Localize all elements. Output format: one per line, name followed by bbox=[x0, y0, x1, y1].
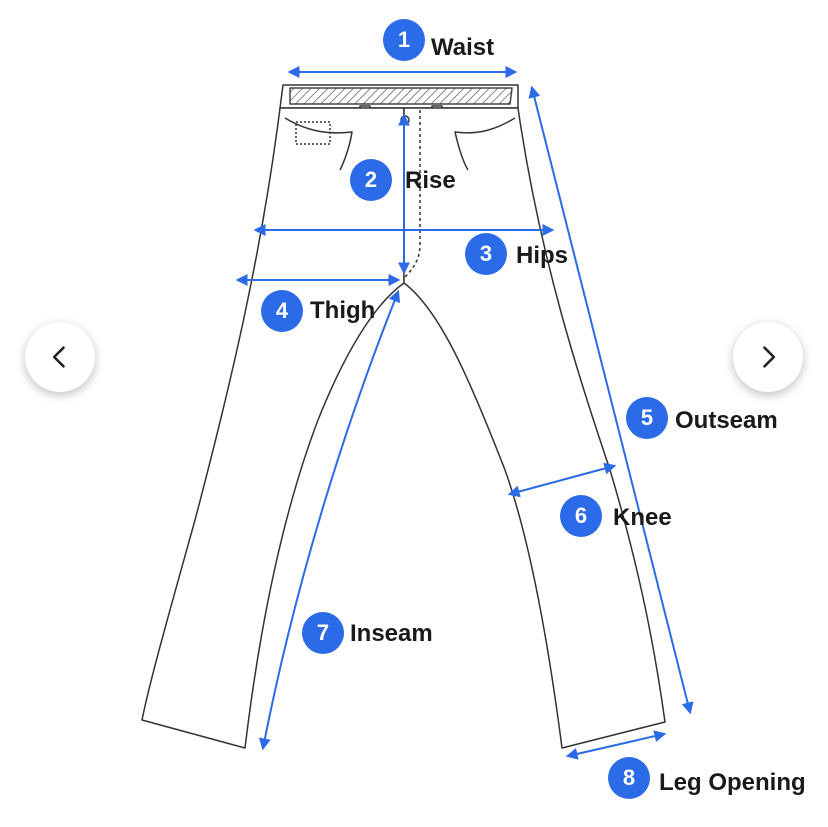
next-image-button[interactable] bbox=[733, 322, 803, 392]
badge-thigh: 4 bbox=[261, 290, 303, 332]
label-rise: Rise bbox=[405, 167, 456, 194]
label-inseam: Inseam bbox=[350, 620, 433, 647]
label-outseam: Outseam bbox=[675, 407, 778, 434]
badge-knee: 6 bbox=[560, 495, 602, 537]
badge-outseam: 5 bbox=[626, 397, 668, 439]
measurement-lines bbox=[235, 66, 694, 760]
label-hips: Hips bbox=[516, 242, 569, 269]
badge-hips: 3 bbox=[465, 233, 507, 275]
label-knee: Knee bbox=[613, 504, 672, 531]
left-leg bbox=[141, 107, 405, 749]
chevron-right-icon bbox=[763, 346, 776, 368]
label-thigh: Thigh bbox=[310, 297, 376, 324]
badge-waist: 1 bbox=[383, 19, 425, 61]
outseam-line bbox=[528, 85, 694, 715]
inseam-line bbox=[258, 289, 401, 751]
right-leg bbox=[403, 107, 666, 749]
badge-leg-opening: 8 bbox=[608, 757, 650, 799]
knee-line bbox=[507, 462, 617, 498]
previous-image-button[interactable] bbox=[25, 322, 95, 392]
badge-rise: 2 bbox=[350, 159, 392, 201]
leg-opening-line bbox=[565, 730, 667, 760]
badge-inseam: 7 bbox=[302, 612, 344, 654]
chevron-left-icon bbox=[52, 346, 65, 368]
label-leg-opening: Leg Opening bbox=[659, 769, 806, 796]
label-waist: Waist bbox=[431, 34, 495, 61]
